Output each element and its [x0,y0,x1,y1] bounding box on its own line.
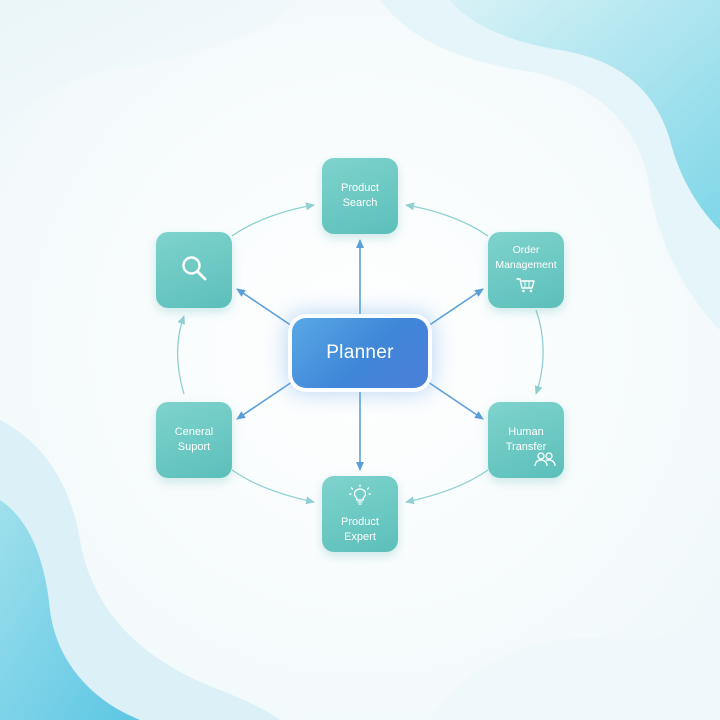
ring-edge-general-support-to-search [177,315,185,395]
edge-planner-general-support [236,381,293,420]
ring-edge-human-transfer-to-product-expert [405,469,489,505]
node-order-management[interactable]: Order Management [488,232,564,308]
blob-bottom-left [0,500,140,720]
node-product-search-label: Product Search [341,182,379,209]
node-general-support[interactable]: Ceneral Suport [156,402,232,478]
ring-edge-order-management-to-human-transfer [534,309,544,395]
lightbulb-icon [348,484,372,511]
edge-planner-order-management [427,288,484,327]
node-product-expert[interactable]: Product Expert [322,476,398,552]
ring-edge-general-support-to-product-expert [231,469,315,505]
node-product-expert-label: Product Expert [341,515,379,543]
blob-top-left [0,0,300,140]
planner-label: Planner [326,342,394,363]
shopping-cart-icon [516,277,536,298]
blob-bottom-right [430,590,720,720]
node-human-transfer-label: Human Transfer [505,426,547,453]
edge-planner-human-transfer [427,381,484,420]
node-search[interactable] [156,232,232,308]
planner-node[interactable]: Planner [292,318,428,388]
node-product-search[interactable]: Product Search [322,158,398,234]
blob-bottom-left-light [0,420,280,720]
people-icon [534,451,556,472]
node-human-transfer[interactable]: Human Transfer [488,402,564,478]
edge-planner-search [236,288,293,327]
node-general-support-label: Ceneral Suport [174,426,214,453]
node-order-management-label: Order Management [495,243,557,271]
ring-edge-search-to-product-search [231,202,315,237]
magnifier-icon [179,253,209,288]
blob-top-right [450,0,720,230]
ring-edge-order-management-to-product-search [405,202,489,237]
